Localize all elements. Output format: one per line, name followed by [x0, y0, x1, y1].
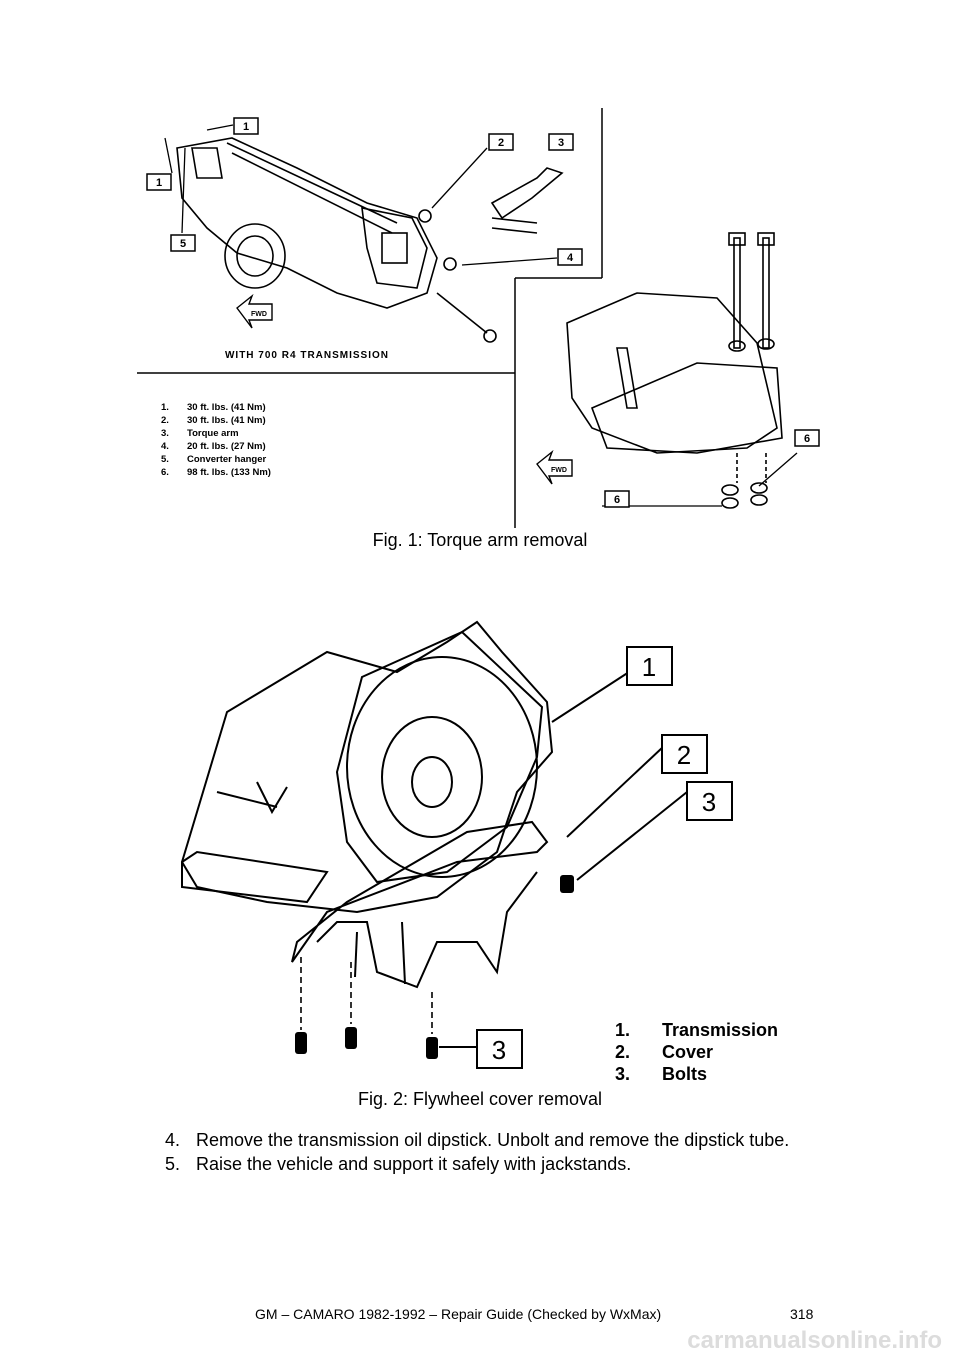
callout-3: 3 [558, 137, 564, 149]
legend-text: 98 ft. lbs. (133 Nm) [187, 467, 271, 478]
legend-num: 1. [161, 402, 169, 413]
step-number: 5. [165, 1154, 181, 1174]
fig2-callout-1: 1 [642, 652, 656, 682]
callout-6-right: 6 [804, 433, 810, 445]
procedure-steps: 4. Remove the transmission oil dipstick.… [165, 1128, 825, 1176]
legend-text: 30 ft. lbs. (41 Nm) [187, 402, 266, 413]
torque-arm-diagram: 1 1 2 3 4 5 6 6 FWD FWD WITH 700 R4 TRAN… [137, 108, 820, 528]
callout-2: 2 [498, 137, 504, 149]
legend-num: 2. [161, 415, 169, 426]
step-text: Raise the vehicle and support it safely … [196, 1154, 632, 1174]
callout-6-bottom: 6 [614, 494, 620, 506]
callout-4: 4 [567, 252, 574, 264]
footer-title: GM – CAMARO 1982-1992 – Repair Guide (Ch… [255, 1306, 662, 1322]
step-text: Remove the transmission oil dipstick. Un… [196, 1130, 790, 1150]
legend-num: 5. [161, 454, 169, 465]
flywheel-cover-diagram: 1 2 3 3 1. Transmission 2. Cover 3. Bolt… [180, 620, 778, 1084]
fig2-callout-3-bottom: 3 [492, 1035, 506, 1065]
legend-text: Bolts [662, 1064, 707, 1084]
legend-num: 1. [615, 1020, 630, 1040]
legend-text: 30 ft. lbs. (41 Nm) [187, 415, 266, 426]
legend-text: Converter hanger [187, 454, 266, 465]
legend-num: 3. [615, 1064, 630, 1084]
fwd-arrow-icon: FWD [236, 293, 273, 329]
page-number: 318 [790, 1306, 814, 1322]
legend-text: 20 ft. lbs. (27 Nm) [187, 441, 266, 452]
figure2-caption: Fig. 2: Flywheel cover removal [357, 1089, 603, 1109]
diagram-title: WITH 700 R4 TRANSMISSION [225, 350, 389, 361]
step-number: 4. [165, 1130, 181, 1150]
fwd-arrow-icon: FWD [536, 449, 573, 485]
figure1-caption: Fig. 1: Torque arm removal [372, 530, 588, 550]
fig2-callout-2: 2 [677, 740, 691, 770]
watermark: carmanualsonline.info [687, 1327, 942, 1354]
torque-legend: 1. 30 ft. lbs. (41 Nm) 2. 30 ft. lbs. (4… [161, 402, 271, 478]
legend-num: 3. [161, 428, 169, 439]
callout-5: 5 [180, 238, 186, 250]
fwd-label: FWD [251, 311, 267, 318]
callout-1-top: 1 [243, 121, 249, 133]
legend-text: Torque arm [187, 428, 239, 439]
legend-num: 6. [161, 467, 169, 478]
legend-text: Transmission [662, 1020, 778, 1040]
callout-1-left: 1 [156, 177, 162, 189]
flywheel-legend: 1. Transmission 2. Cover 3. Bolts [615, 1020, 778, 1084]
step-item: 5. Raise the vehicle and support it safe… [165, 1152, 825, 1176]
fig2-callout-3: 3 [702, 787, 716, 817]
legend-num: 2. [615, 1042, 630, 1062]
step-item: 4. Remove the transmission oil dipstick.… [165, 1128, 825, 1152]
legend-text: Cover [662, 1042, 713, 1062]
fwd-label-2: FWD [551, 467, 567, 474]
legend-num: 4. [161, 441, 169, 452]
